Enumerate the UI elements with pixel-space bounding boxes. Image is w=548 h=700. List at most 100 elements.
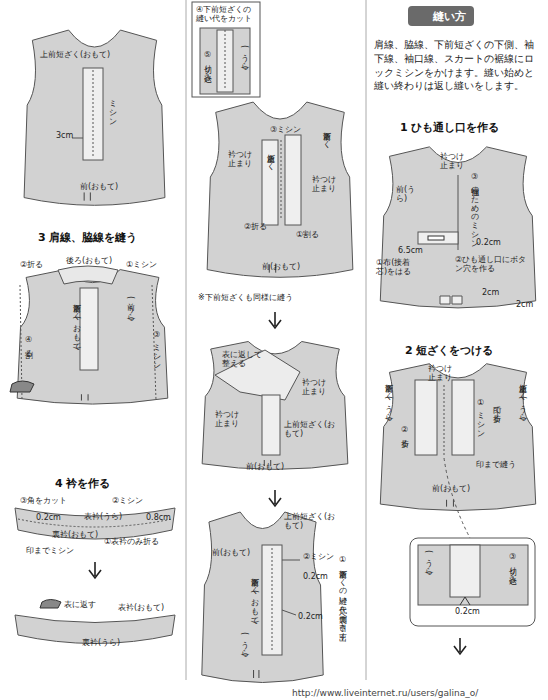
part-label: (うら) (424, 550, 433, 574)
part-label: ③角をカット (20, 496, 67, 505)
callout-note: 衿つけ止まり (302, 378, 332, 396)
part-label: 0.2cm (36, 513, 61, 522)
part-label: 表衿(うら) (84, 512, 122, 521)
placket (217, 30, 233, 92)
callout-note: 衿つけ止まり (228, 150, 258, 168)
callout-note: 衿つけ止まり (312, 175, 342, 193)
part-label: 0.2cm (298, 612, 323, 621)
part-label: ③ミシン (152, 330, 161, 366)
part-label: 下前短ざく(おもて) (72, 298, 81, 349)
column-rule (366, 0, 367, 680)
buttonhole (440, 296, 462, 304)
part-label: (うら) (240, 45, 249, 69)
back-piece (58, 266, 118, 284)
part-label: ②ミシン (303, 552, 334, 561)
part-label: 下前短ざく (322, 126, 331, 144)
watermark: http://www.liveinternet.ru/users/galina_… (292, 688, 478, 698)
section-heading: 縫い方 (433, 9, 466, 24)
placket (415, 380, 437, 455)
step-heading: 1 ひも通し口を作る (400, 122, 499, 135)
part-label: 6.5cm (398, 246, 423, 255)
part-label: 0.2cm (476, 238, 501, 247)
part-label: ①割る (296, 230, 319, 239)
part-label: 下前短ざく(おもて) (250, 572, 259, 623)
step-arrow (454, 638, 466, 654)
part-label: ①下前短ざくの縫い代を裏側へ引き出す (338, 555, 347, 673)
part-label: 表に返す (64, 600, 96, 609)
inset-frame (410, 538, 535, 626)
bodice-front (202, 342, 348, 470)
stitch-line (93, 70, 94, 158)
bodice-front (380, 147, 535, 308)
part-label: 上前短ざく(うら) (518, 378, 527, 420)
bodice-front (17, 270, 168, 405)
clip-mark (460, 597, 470, 605)
part-label: 後ろ(おもて) (66, 256, 112, 265)
part-label: 前(おもて) (432, 484, 470, 493)
bodice-front (24, 30, 165, 205)
callout-note: 衿つけ止まり (428, 364, 458, 382)
part-label: 3cm (56, 131, 73, 140)
callout-note: 表に返して整える (222, 350, 264, 368)
placket (262, 140, 278, 225)
part-label: 前(おもて) (80, 182, 118, 191)
callout-note: 上前短ざく(おもて) (284, 512, 336, 530)
bodice-detail (200, 28, 250, 94)
placket (450, 545, 480, 597)
part-label: 上前短ざく(おもて) (40, 50, 110, 59)
placket (262, 395, 280, 455)
callout-note: 衿つけ止まり (440, 152, 470, 170)
stitch-line (444, 385, 445, 455)
step-heading: 4 衿を作る (55, 478, 110, 491)
collar-piece (15, 508, 175, 539)
callout-note: 上前短ざく(おもて) (284, 420, 336, 438)
bodice-front (207, 102, 353, 277)
part-label: ③切り込み (508, 552, 517, 579)
part-label: ②ミシン (112, 496, 143, 505)
bodice-detail (418, 545, 528, 605)
step-arrow (269, 312, 281, 328)
part-label: 表衿(おもて) (118, 603, 164, 612)
part-label: 下前短ざく(うら) (384, 378, 393, 420)
callout-note: ④下前短ざくの縫い代をカット (196, 5, 258, 23)
column-rule (186, 0, 187, 680)
collar-piece (215, 350, 300, 400)
part-label: ②折る (20, 260, 43, 269)
part-label: 前(おもて) (246, 462, 284, 471)
part-label: 上前短ざく (266, 148, 275, 166)
callout-note: 衿つけ止まり (215, 410, 245, 428)
callout-note: 前(うら) (396, 185, 426, 203)
part-label: 印までミシン (26, 546, 74, 555)
step-arrow (89, 562, 101, 578)
part-label: ミシン (108, 95, 117, 122)
part-label: ③補強のためのミシン (470, 172, 479, 244)
bodice-front (202, 512, 323, 683)
step-heading: 3 肩線、脇線を縫う (38, 232, 137, 245)
bodice-front (380, 364, 535, 511)
part-label: 前(おもて) (262, 262, 300, 271)
callout-note: ②ひも通し口にボタン穴を作る (455, 255, 533, 273)
part-label: 裏衿(うら) (82, 638, 120, 647)
part-label: (うら) (240, 632, 249, 656)
placket (83, 68, 103, 160)
part-label: ②折る (400, 425, 409, 443)
iron-symbol (10, 381, 34, 392)
part-label: ③ミシン (270, 125, 301, 134)
part-label: ①ミシン (126, 260, 157, 269)
placket (80, 288, 98, 370)
part-label: ※下前短ざくも同様に縫う (198, 293, 293, 302)
part-label: 2cm (516, 300, 533, 309)
part-label: ⑤切り込み (203, 50, 212, 77)
part-label: 0.2cm (303, 572, 328, 581)
inset-frame (192, 2, 260, 97)
step-heading: 2 短ざくをつける (405, 345, 493, 358)
stitch-line (225, 30, 226, 90)
part-label: 前(おもて) (212, 548, 250, 557)
part-label: 前(うら) (126, 296, 135, 320)
leader-line (72, 138, 83, 139)
part-label: ④割る (24, 335, 33, 353)
part-label: 2cm (482, 288, 499, 297)
part-label: 裏衿(おもて) (52, 530, 98, 539)
callout-note: ①布(接着芯)をはる (376, 258, 416, 276)
